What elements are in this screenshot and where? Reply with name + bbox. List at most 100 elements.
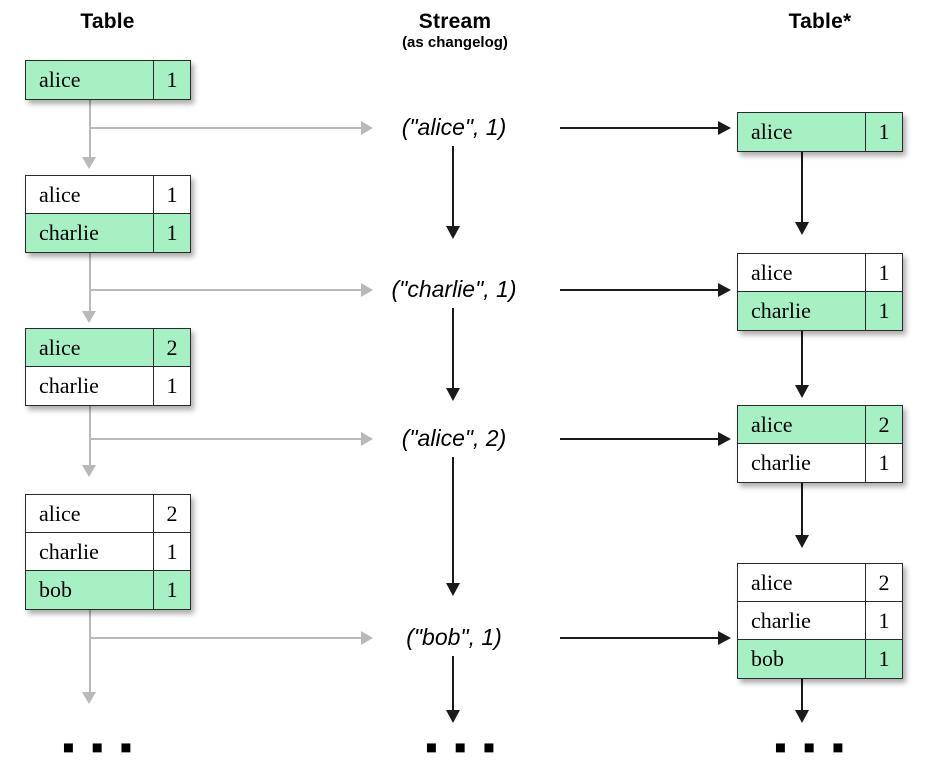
right-table-3: alice 2 charlie 1 — [737, 405, 903, 483]
table-cell-value: 1 — [878, 119, 890, 144]
branch-line-1 — [89, 127, 367, 129]
table-row: alice 2 — [26, 329, 190, 367]
table-cell-value: 2 — [166, 334, 178, 360]
table-cell-key: alice — [738, 254, 866, 291]
right-arrowhead-3 — [795, 535, 809, 548]
table-cell-key: alice — [26, 176, 154, 213]
table-cell-key: charlie — [26, 214, 154, 252]
branch-line-2 — [89, 289, 367, 291]
table-row: bob 1 — [26, 571, 190, 609]
table-row: alice 2 — [738, 564, 902, 602]
stream-spine-2 — [452, 308, 454, 392]
table-row: charlie 1 — [738, 444, 902, 482]
column-heading-table-star: Table* — [737, 10, 903, 34]
table-cell-value: 1 — [166, 220, 178, 245]
table-row: charlie 1 — [26, 214, 190, 252]
table-row: alice 1 — [26, 176, 190, 214]
table-cell-value: 1 — [166, 181, 178, 207]
table-cell-value: 1 — [166, 67, 178, 92]
materialize-arrowhead-1 — [718, 121, 731, 135]
stream-arrowhead-4 — [446, 710, 460, 723]
table-cell-value: 1 — [878, 646, 890, 671]
column-heading-table-star-text: Table* — [788, 10, 852, 33]
stream-arrowhead-3 — [446, 583, 460, 596]
right-arrowhead-2 — [795, 385, 809, 398]
materialize-line-3 — [560, 438, 724, 440]
column-heading-table: Table — [25, 10, 190, 34]
table-cell-key: alice — [738, 406, 866, 443]
right-spine-2 — [801, 331, 803, 389]
left-table-2: alice 1 charlie 1 — [25, 175, 191, 253]
column-heading-stream-text: Stream — [418, 10, 492, 33]
left-spine-4 — [89, 610, 91, 696]
table-cell-value: 1 — [878, 450, 890, 475]
table-cell-value: 1 — [166, 373, 178, 398]
table-row: charlie 1 — [738, 602, 902, 640]
table-cell-key: charlie — [738, 444, 866, 482]
left-spine-3 — [89, 405, 91, 469]
column-heading-stream: Stream (as changelog) — [370, 10, 540, 51]
table-row: bob 1 — [738, 640, 902, 678]
table-row: alice 2 — [26, 495, 190, 533]
table-cell-key: alice — [26, 495, 154, 532]
table-cell-key: alice — [738, 564, 866, 601]
stream-spine-4 — [452, 656, 454, 714]
left-table-3: alice 2 charlie 1 — [25, 328, 191, 406]
right-table-2: alice 1 charlie 1 — [737, 253, 903, 331]
table-cell-value: 1 — [878, 298, 890, 323]
column-heading-table-text: Table — [80, 10, 135, 33]
materialize-line-4 — [560, 637, 724, 639]
right-table-1: alice 1 — [737, 112, 903, 152]
table-cell-key: charlie — [738, 602, 866, 639]
stream-spine-1 — [452, 146, 454, 230]
left-table-1: alice 1 — [25, 60, 191, 100]
table-cell-value: 1 — [166, 577, 178, 602]
table-row: alice 2 — [738, 406, 902, 444]
right-spine-1 — [801, 150, 803, 226]
stream-ellipsis: ▪ ▪ ▪ — [425, 726, 499, 767]
table-row: charlie 1 — [738, 292, 902, 330]
table-cell-value: 2 — [166, 500, 178, 526]
left-arrowhead-4 — [82, 692, 96, 704]
table-cell-value: 1 — [878, 607, 890, 633]
branch-line-4 — [89, 637, 367, 639]
table-cell-key: alice — [738, 113, 866, 151]
table-row: alice 1 — [738, 113, 902, 151]
materialize-line-1 — [560, 127, 724, 129]
table-cell-value: 1 — [166, 538, 178, 564]
table-cell-key: bob — [738, 640, 866, 678]
stream-arrowhead-1 — [446, 226, 460, 239]
table-cell-value: 1 — [878, 259, 890, 285]
right-spine-3 — [801, 483, 803, 539]
stream-event-4: ("bob", 1) — [406, 624, 502, 650]
table-row: alice 1 — [738, 254, 902, 292]
right-spine-4 — [801, 677, 803, 714]
right-table-4: alice 2 charlie 1 bob 1 — [737, 563, 903, 679]
right-arrowhead-4 — [795, 710, 809, 723]
table-row: charlie 1 — [26, 533, 190, 571]
branch-line-3 — [89, 438, 367, 440]
left-spine-2 — [89, 253, 91, 315]
branch-arrowhead-4 — [361, 631, 373, 645]
left-arrowhead-1 — [82, 157, 96, 169]
table-cell-key: alice — [26, 329, 154, 366]
stream-event-1: ("alice", 1) — [401, 114, 507, 140]
table-row: alice 1 — [26, 61, 190, 99]
materialize-line-2 — [560, 289, 724, 291]
branch-arrowhead-1 — [361, 121, 373, 135]
table-row: charlie 1 — [26, 367, 190, 405]
stream-event-2: ("charlie", 1) — [391, 276, 517, 302]
right-arrowhead-1 — [795, 222, 809, 235]
column-heading-stream-subtitle: (as changelog) — [402, 33, 508, 51]
left-table-4: alice 2 charlie 1 bob 1 — [25, 494, 191, 610]
right-ellipsis: ▪ ▪ ▪ — [774, 726, 848, 767]
left-spine-1 — [89, 99, 91, 161]
table-cell-value: 2 — [878, 411, 890, 437]
stream-event-3: ("alice", 2) — [401, 425, 507, 451]
branch-arrowhead-2 — [361, 283, 373, 297]
branch-arrowhead-3 — [361, 432, 373, 446]
table-cell-key: charlie — [26, 533, 154, 570]
table-cell-key: charlie — [26, 367, 154, 405]
materialize-arrowhead-2 — [718, 283, 731, 297]
